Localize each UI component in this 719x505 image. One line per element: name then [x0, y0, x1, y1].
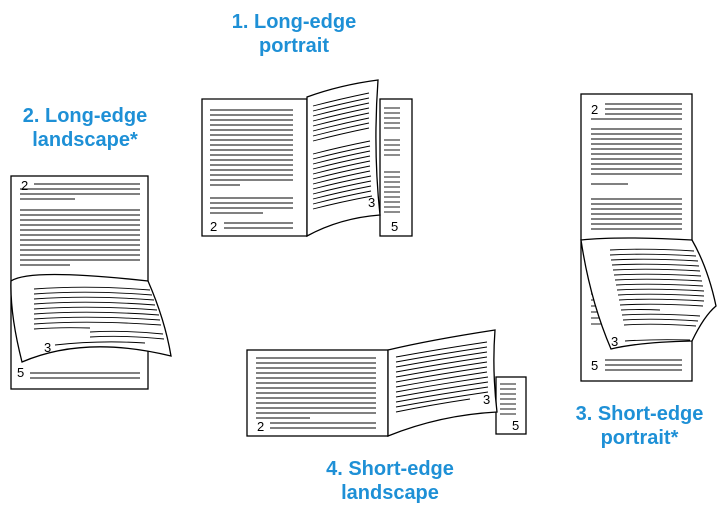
title-line-2: landscape* [32, 129, 138, 151]
page-number-5: 5 [512, 418, 519, 433]
title-line-1: 1. Long-edge [231, 11, 357, 33]
curled-page-lines [33, 286, 165, 346]
left-page-lines [256, 357, 376, 429]
long-edge-portrait-illustration: 5 2 3 [201, 79, 413, 238]
page-number-2: 2 [210, 219, 217, 234]
page-number-5: 5 [17, 365, 24, 380]
title-short-edge-portrait: 3. Short-edge portrait* [560, 402, 719, 450]
title-long-edge-landscape: 2. Long-edge landscape* [0, 104, 170, 152]
curled-page [580, 237, 717, 350]
curled-page [306, 79, 381, 238]
curled-page-lines [312, 92, 373, 210]
title-line-2: portrait* [600, 427, 679, 449]
page-number-5: 5 [591, 358, 598, 373]
title-line-2: portrait [259, 35, 329, 57]
curled-page [387, 329, 498, 437]
page-number-3: 3 [368, 195, 375, 210]
title-line-2: landscape [341, 482, 439, 504]
curled-page [10, 273, 172, 363]
title-line-1: 2. Long-edge [22, 105, 148, 127]
title-long-edge-portrait: 1. Long-edge portrait [214, 10, 374, 58]
left-page-lines [210, 109, 293, 229]
page-number-2: 2 [591, 102, 598, 117]
page-number-3: 3 [44, 340, 51, 355]
title-line-1: 4. Short-edge [326, 458, 454, 480]
short-edge-portrait-illustration: 2 5 3 [580, 93, 717, 382]
title-short-edge-landscape: 4. Short-edge landscape [305, 457, 475, 505]
page-number-2: 2 [257, 419, 264, 434]
page-number-3: 3 [483, 392, 490, 407]
page-number-5: 5 [391, 219, 398, 234]
back-page [379, 98, 413, 237]
page-number-3: 3 [611, 334, 618, 349]
top-page-lines [591, 103, 682, 371]
title-line-1: 3. Short-edge [575, 403, 704, 425]
curled-page-lines [395, 341, 489, 413]
curled-page-lines [609, 248, 705, 342]
page-number-2: 2 [21, 178, 28, 193]
back-page-lines [384, 107, 400, 213]
back-page [495, 376, 527, 435]
long-edge-landscape-illustration: 2 5 3 [10, 175, 172, 390]
short-edge-landscape-illustration: 5 2 3 [246, 329, 527, 437]
back-page-lines [500, 383, 516, 415]
